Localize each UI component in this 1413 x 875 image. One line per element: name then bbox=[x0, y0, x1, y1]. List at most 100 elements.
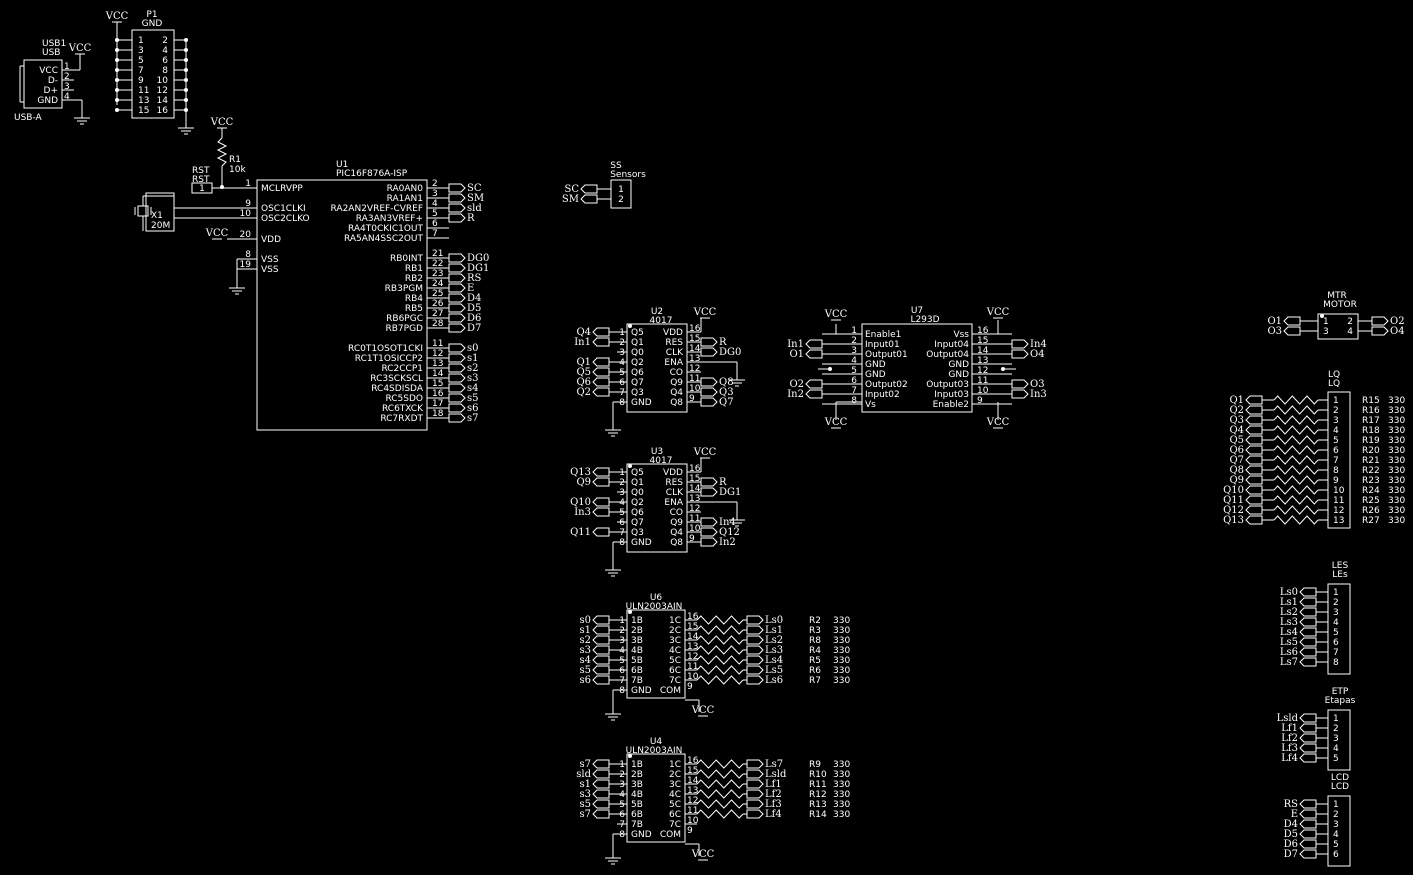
u7-ref: U7 bbox=[911, 306, 923, 316]
net-label: Lf3 bbox=[1281, 743, 1298, 754]
u2-4017-pin-number: 12 bbox=[689, 364, 700, 374]
u3-4017-pin-name: RES bbox=[665, 478, 683, 488]
u6-uln2003-pin-number: 10 bbox=[687, 672, 699, 682]
u7-pin-name: Output01 bbox=[865, 350, 908, 360]
u4-uln2003-pin-number: 10 bbox=[687, 816, 699, 826]
u4-uln2003-pin-name: COM bbox=[660, 830, 681, 840]
u1-pin-name: RC5SDO bbox=[385, 394, 423, 404]
net-label: Lf2 bbox=[765, 789, 782, 800]
u4-uln2003-pin-number: 1 bbox=[619, 760, 625, 770]
u3-4017-ref: U3 bbox=[651, 447, 663, 457]
net-label: In2 bbox=[787, 389, 804, 400]
net-label: O1 bbox=[789, 349, 804, 360]
u4-uln2003-ref: U4 bbox=[650, 737, 663, 747]
u1-pin-number: 23 bbox=[432, 269, 443, 279]
p1-pin-number: 2 bbox=[162, 36, 168, 46]
net-label: D4 bbox=[1284, 819, 1298, 830]
u4-uln2003-resistor-value: 330 bbox=[833, 760, 850, 770]
mtr-value: MOTOR bbox=[1323, 300, 1357, 310]
u1-pin-name: VDD bbox=[261, 235, 281, 245]
net-label: Q10 bbox=[570, 497, 591, 508]
u2-4017-pin-name: Q1 bbox=[631, 338, 644, 348]
u4-uln2003-pin-name: 2C bbox=[669, 770, 681, 780]
net-label: In2 bbox=[719, 537, 736, 548]
net-label: s3 bbox=[580, 789, 592, 800]
net-label: s1 bbox=[580, 779, 592, 790]
net-label: Ls0 bbox=[1280, 587, 1298, 598]
usb1-pin-label: GND bbox=[37, 96, 58, 106]
net-label: Q4 bbox=[576, 327, 591, 338]
u3-4017-pin-number: 13 bbox=[689, 494, 700, 504]
u3-4017-pin-name: Q1 bbox=[631, 478, 644, 488]
net-label: s2 bbox=[580, 635, 592, 646]
u2-4017-pin-number: 5 bbox=[619, 368, 625, 378]
u3-4017-pin-name: Q8 bbox=[670, 538, 683, 548]
net-label: D5 bbox=[1284, 829, 1298, 840]
vcc-label: VCC bbox=[986, 417, 1010, 428]
u3-4017-pin-number: 5 bbox=[619, 508, 625, 518]
p1-pin-number: 7 bbox=[138, 66, 144, 76]
etp-connector-ref: ETP bbox=[1332, 687, 1349, 697]
u6-uln2003-pin-name: 5C bbox=[669, 656, 681, 666]
u1-pin-name: RC3SCKSCL bbox=[370, 374, 423, 384]
net-label: Q10 bbox=[1223, 485, 1244, 496]
net-label: Ls1 bbox=[765, 625, 783, 636]
u2-4017-pin-number: 9 bbox=[689, 394, 695, 404]
net-label: s3 bbox=[467, 373, 479, 384]
lcd-connector-pin: 1 bbox=[1333, 800, 1339, 810]
lq-pin: 10 bbox=[1333, 486, 1345, 496]
net-label: In1 bbox=[787, 339, 804, 350]
u1-pin-number: 19 bbox=[240, 260, 252, 270]
u7-pin-name: Input03 bbox=[934, 390, 969, 400]
net-label: R bbox=[719, 477, 727, 488]
net-label: RS bbox=[1284, 799, 1299, 810]
x1-ref: X1 bbox=[151, 211, 163, 221]
u2-4017-pin-name: Q8 bbox=[670, 398, 683, 408]
lq-pin: 6 bbox=[1333, 446, 1339, 456]
u1-pin-name: RA5AN4SSC2OUT bbox=[344, 234, 423, 244]
u2-4017-pin-name: Q4 bbox=[670, 388, 683, 398]
u7-pin-name: Vs bbox=[865, 400, 876, 410]
net-label: O3 bbox=[1030, 379, 1045, 390]
u1-pin-number: 15 bbox=[432, 379, 443, 389]
net-label: Q3 bbox=[1229, 415, 1244, 426]
u7-pin-number: 1 bbox=[851, 326, 857, 336]
net-label: E bbox=[467, 283, 474, 294]
u1-pin-number: 16 bbox=[432, 389, 444, 399]
u1-pin-number: 7 bbox=[432, 229, 438, 239]
net-label: In3 bbox=[574, 507, 591, 518]
u7-pin-name: Enable1 bbox=[865, 330, 901, 340]
usb1-pin-number: 1 bbox=[64, 62, 70, 72]
net-label: DG0 bbox=[467, 253, 489, 264]
net-label: D7 bbox=[467, 323, 481, 334]
u1-ref: U1 bbox=[336, 160, 348, 170]
usb1-pin-label: D- bbox=[48, 76, 58, 86]
u3-4017-pin-name: Q3 bbox=[631, 528, 644, 538]
u7-pin-number: 16 bbox=[977, 326, 989, 336]
lq-pin: 1 bbox=[1333, 396, 1339, 406]
vcc-label: VCC bbox=[693, 447, 717, 458]
lq-resistor-ref: R20 bbox=[1362, 446, 1380, 456]
u7-pin-number: 15 bbox=[977, 336, 988, 346]
les-connector-pin: 5 bbox=[1333, 628, 1339, 638]
u4-uln2003-pin-name: 2B bbox=[631, 770, 643, 780]
u3-4017-pin-number: 15 bbox=[689, 474, 700, 484]
u2-4017-pin-name: GND bbox=[631, 398, 652, 408]
u7-pin-number: 14 bbox=[977, 346, 989, 356]
u6-uln2003-resistor-value: 330 bbox=[833, 656, 850, 666]
u6-uln2003-resistor-value: 330 bbox=[833, 676, 850, 686]
vcc-label: VCC bbox=[68, 43, 92, 54]
u7-pin-name: Output03 bbox=[926, 380, 969, 390]
u4-uln2003-pin-name: 7C bbox=[669, 820, 681, 830]
u1-pin-name: RB6PGC bbox=[386, 314, 423, 324]
usb1-pin-number: 3 bbox=[64, 82, 70, 92]
net-label: Ls5 bbox=[765, 665, 783, 676]
u1-pin-number: 27 bbox=[432, 309, 443, 319]
u6-uln2003-pin-name: 3C bbox=[669, 636, 681, 646]
vcc-label: VCC bbox=[210, 117, 234, 128]
u3-4017-pin-number: 14 bbox=[689, 484, 701, 494]
net-label: Q9 bbox=[576, 477, 591, 488]
u1-pin-name: RA3AN3VREF+ bbox=[356, 214, 423, 224]
